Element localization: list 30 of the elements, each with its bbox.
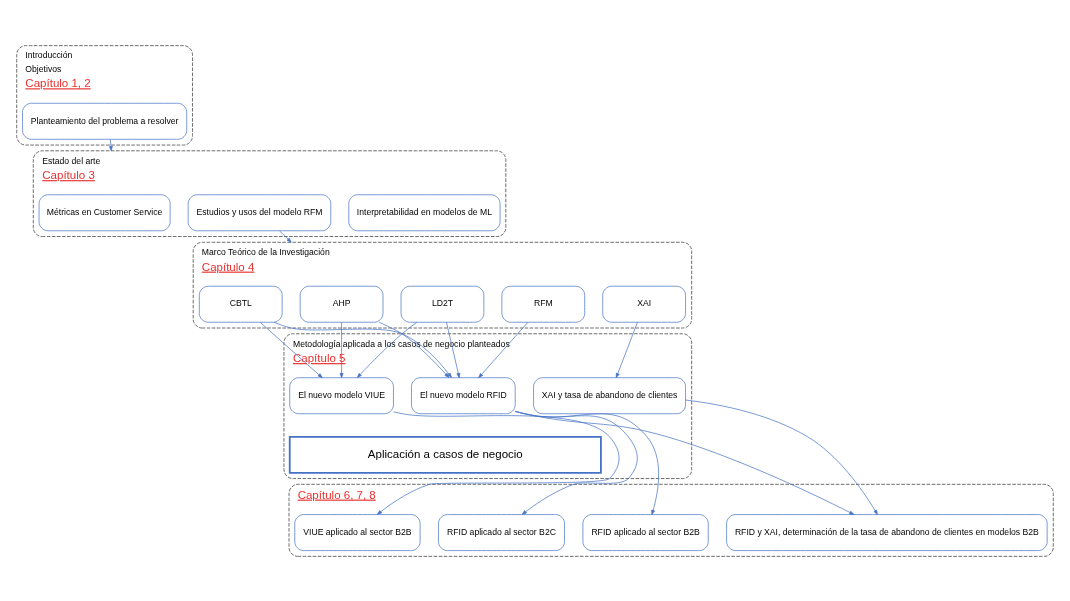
arrow — [279, 230, 292, 243]
node-box: RFM — [501, 285, 586, 323]
node-box: AHP — [299, 285, 384, 323]
arrow — [109, 138, 113, 151]
node-box: VIUE aplicado al sector B2B — [294, 513, 421, 551]
arrow — [515, 410, 855, 515]
node-box: Estudios y usos del modelo RFM — [187, 193, 332, 231]
arrow — [615, 321, 638, 378]
node-box: XAI — [602, 285, 686, 323]
arrow — [273, 321, 452, 378]
arrow — [685, 399, 878, 515]
node-box: RFID aplicado al sector B2B — [582, 513, 709, 551]
node-box: El nuevo modelo RFID — [411, 376, 516, 414]
node-box: El nuevo modelo VIUE — [289, 376, 394, 414]
node-box: LD2T — [400, 285, 485, 323]
arrow — [356, 321, 418, 378]
arrow — [378, 321, 450, 378]
node-box: RFID aplicado al sector B2C — [438, 513, 565, 551]
arrow — [376, 411, 620, 515]
arrow — [478, 321, 529, 378]
node-box: RFID y XAI, determinación de la tasa de abandono de clientes en modelos B2B — [726, 513, 1048, 551]
node-box: CBTL — [198, 285, 283, 323]
arrow — [446, 321, 461, 378]
node-box: Métricas en Customer Service — [38, 193, 171, 231]
node-box: Interpretabilidad en modelos de ML — [348, 193, 501, 231]
arrow — [259, 321, 323, 378]
node-box: Planteamiento del problema a resolver — [22, 102, 188, 140]
arrow — [339, 321, 344, 378]
node-box: Aplicación a casos de negocio — [288, 435, 602, 474]
node-box: XAI y tasa de abandono de clientes — [533, 376, 686, 414]
